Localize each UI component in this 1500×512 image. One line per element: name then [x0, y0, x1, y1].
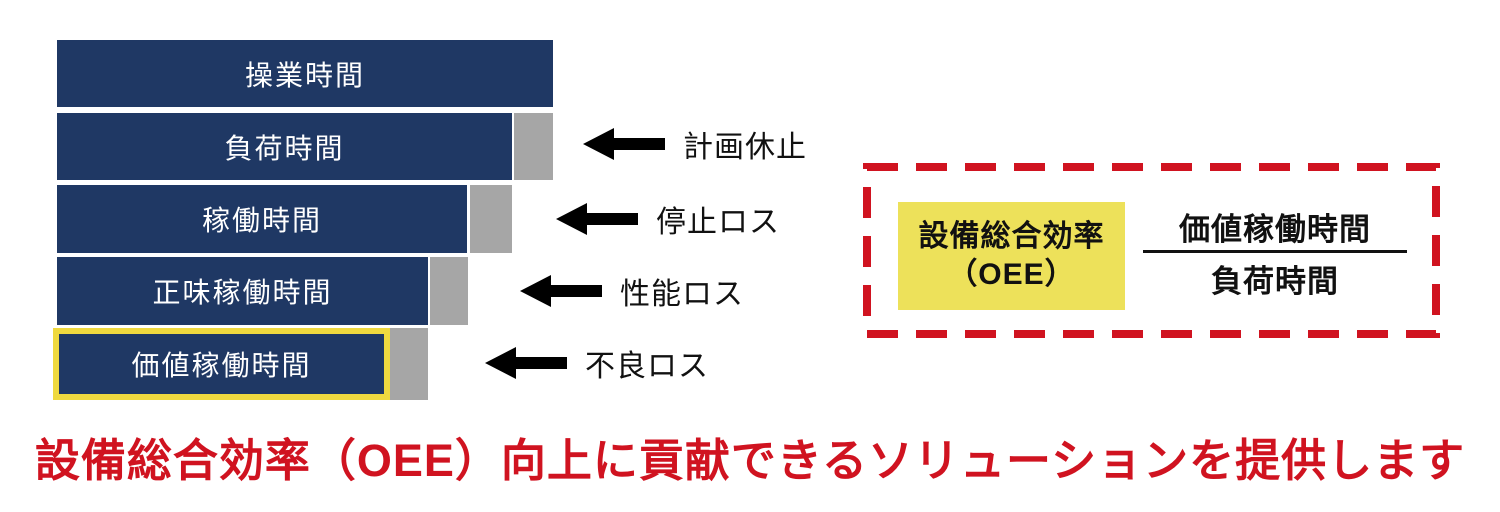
oee-title-line1: 設備総合効率 [918, 220, 1105, 253]
loss-block-performance-loss [430, 257, 468, 325]
bar-load-time-label: 負荷時間 [224, 132, 345, 164]
bar-load-time: 負荷時間 [57, 113, 512, 180]
loss-item-defect-loss: 不良ロス [485, 345, 709, 383]
fraction-bar [1143, 250, 1407, 253]
loss-label-stop-loss: 停止ロス [656, 206, 780, 239]
fraction-denominator: 負荷時間 [1211, 263, 1339, 299]
bar-run-time: 稼働時間 [57, 185, 467, 253]
bar-run-time-label: 稼働時間 [201, 205, 322, 236]
loss-block-planned-stop [514, 113, 553, 180]
loss-block-defect-loss [390, 328, 428, 400]
oee-fraction: 価値稼働時間 負荷時間 [1143, 202, 1407, 303]
loss-item-stop-loss: 停止ロス [556, 201, 780, 239]
fraction-numerator: 価値稼働時間 [1179, 211, 1371, 247]
loss-label-defect-loss: 不良ロス [585, 350, 709, 383]
loss-item-performance-loss: 性能ロス [520, 273, 744, 311]
bar-value-run-time: 価値稼働時間 [53, 328, 390, 400]
footer-message: 設備総合効率（OEE）向上に貢献できるソリューションを提供します [34, 435, 1466, 486]
bar-net-run-time: 正味稼働時間 [57, 257, 428, 325]
loss-item-planned-stop: 計画休止 [583, 126, 807, 164]
left-arrow-icon [556, 203, 638, 235]
left-arrow-icon [520, 275, 602, 307]
oee-title-line2: （OEE） [947, 258, 1076, 291]
bar-operation-time-label: 操業時間 [244, 59, 365, 91]
loss-block-stop-loss [470, 185, 512, 253]
bar-net-run-time-label: 正味稼働時間 [152, 277, 333, 308]
loss-label-planned-stop: 計画休止 [683, 131, 807, 164]
bar-operation-time: 操業時間 [57, 40, 553, 107]
left-arrow-icon [485, 347, 567, 379]
bar-value-run-time-label: 価値稼働時間 [131, 350, 312, 381]
oee-label-box: 設備総合効率 （OEE） [898, 202, 1125, 310]
formula-dashed-frame [863, 163, 1440, 338]
loss-label-performance-loss: 性能ロス [620, 278, 744, 311]
left-arrow-icon [583, 128, 665, 160]
